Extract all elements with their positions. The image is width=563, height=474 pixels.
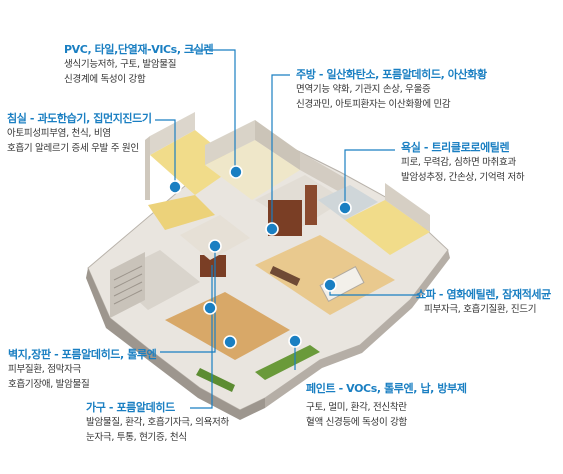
- label-furn-title: 가구 - 포름알데히드: [86, 401, 175, 414]
- hotspot-kitchen: [265, 222, 279, 236]
- label-paint-line-2: 혈액 신경등에 독성이 강함: [306, 417, 407, 428]
- hotspot-sofa: [323, 278, 337, 292]
- upper-room-wall-r: [255, 120, 300, 170]
- label-kitchen-line-2: 신경과민, 아토피환자는 이산화황에 민감: [296, 99, 451, 110]
- slab-edge-right: [265, 250, 450, 408]
- label-sofa-line-1: 피부자극, 호흡기질환, 진드기: [424, 304, 537, 315]
- leader-wall: [160, 245, 216, 353]
- label-bath-title: 욕실 - 트리클로로에틸렌: [401, 141, 510, 154]
- tv-stand: [269, 266, 301, 286]
- leader-bath: [344, 149, 395, 207]
- label-furn: 가구 - 포름알데히드 발암물질, 환각, 호흡기자극, 의욕저하 눈자극, 투…: [86, 401, 229, 445]
- upper-room-floor: [205, 140, 300, 200]
- kitchen-cabinet-2: [305, 185, 317, 225]
- balcony-plants-2: [196, 368, 235, 392]
- label-wall-line-1: 피부질환, 점막자극: [8, 364, 81, 375]
- label-kitchen-title: 주방 - 일산화탄소, 포름알데히드, 아산화황: [296, 68, 487, 81]
- label-wall: 벽지,장판 - 포름알데히드, 톨루엔 피부질환, 점막자극 호흡기장애, 발암…: [8, 348, 157, 392]
- label-wall-line-2: 호흡기장애, 발암물질: [8, 379, 90, 390]
- label-bed-line-2: 호흡기 알레르기 증세 우발 주 원인: [7, 143, 139, 154]
- stair-steps: [113, 265, 143, 305]
- leader-pvc: [190, 49, 236, 170]
- label-bed-line-1: 아토피성피부염, 천식, 비염: [7, 128, 111, 139]
- upper-room-wall: [205, 120, 255, 165]
- right-room-wall: [385, 183, 430, 232]
- label-wall-title: 벽지,장판 - 포름알데히드, 톨루엔: [8, 348, 157, 361]
- bedroom-floor: [150, 130, 238, 195]
- hotspot-paint: [288, 334, 302, 348]
- bedroom-wall-side: [145, 136, 150, 200]
- label-pvc-line-2: 신경계에 독성이 강함: [64, 74, 146, 85]
- label-paint: 페인트 - VOCs, 톨루엔, 납, 방부제 구토, 멀미, 환각, 전신착란…: [306, 382, 467, 430]
- bedroom-room-2: [148, 195, 215, 230]
- kitchen-wall: [300, 152, 345, 195]
- right-room-floor: [345, 200, 430, 255]
- label-furn-line-1: 발암물질, 환각, 호흡기자극, 의욕저하: [86, 417, 229, 428]
- hotspot-bath: [338, 201, 352, 215]
- left-cabinet: [200, 255, 226, 277]
- leader-bed: [155, 119, 176, 185]
- hotspot-wall: [203, 301, 217, 315]
- label-pvc-title: PVC, 타일,단열재-VICs, 크실렌: [64, 43, 214, 56]
- label-kitchen: 주방 - 일산화탄소, 포름알데히드, 아산화황 면역기능 약화, 기관지 손상…: [296, 68, 487, 112]
- label-kitchen-line-1: 면역기능 약화, 기관지 손상, 우울증: [296, 84, 431, 95]
- balcony-plants: [255, 345, 320, 380]
- label-sofa: 쇼파 - 염화에틸렌, 잠재적세균 피부자극, 호흡기질환, 진드기: [416, 288, 551, 317]
- label-bed-title: 침실 - 과도한습기, 집먼지진드기: [7, 112, 152, 125]
- label-bath-line-2: 발암성추정, 간손상, 기억력 저하: [401, 172, 525, 183]
- hotspot-pvc: [229, 165, 243, 179]
- lower-floor-wood: [165, 292, 290, 360]
- label-bath-line-1: 피로, 무력감, 심하면 마취효과: [401, 157, 516, 168]
- bedroom-wall: [150, 112, 195, 155]
- label-pvc-line-1: 생식기능저하, 구토, 발암물질: [64, 59, 177, 70]
- label-pvc: PVC, 타일,단열재-VICs, 크실렌 생식기능저하, 구토, 발암물질 신…: [64, 43, 214, 87]
- hotspot-wall-2: [208, 239, 222, 253]
- hotspots: [168, 165, 352, 349]
- hotspot-furn: [223, 335, 237, 349]
- label-paint-line-1: 구토, 멀미, 환각, 전신착란: [306, 402, 407, 413]
- sofa: [319, 265, 365, 303]
- label-bed: 침실 - 과도한습기, 집먼지진드기 아토피성피부염, 천식, 비염 호흡기 알…: [7, 112, 152, 156]
- leader-kitchen: [271, 74, 290, 228]
- hotspot-bed: [168, 180, 182, 194]
- label-bath: 욕실 - 트리클로로에틸렌 피로, 무력감, 심하면 마취효과 발암성추정, 간…: [401, 141, 525, 185]
- label-sofa-title: 쇼파 - 염화에틸렌, 잠재적세균: [416, 288, 551, 301]
- dressing-room: [180, 215, 250, 260]
- label-paint-title: 페인트 - VOCs, 톨루엔, 납, 방부제: [306, 382, 467, 395]
- label-furn-line-2: 눈자극, 투통, 현기증, 천식: [86, 432, 187, 443]
